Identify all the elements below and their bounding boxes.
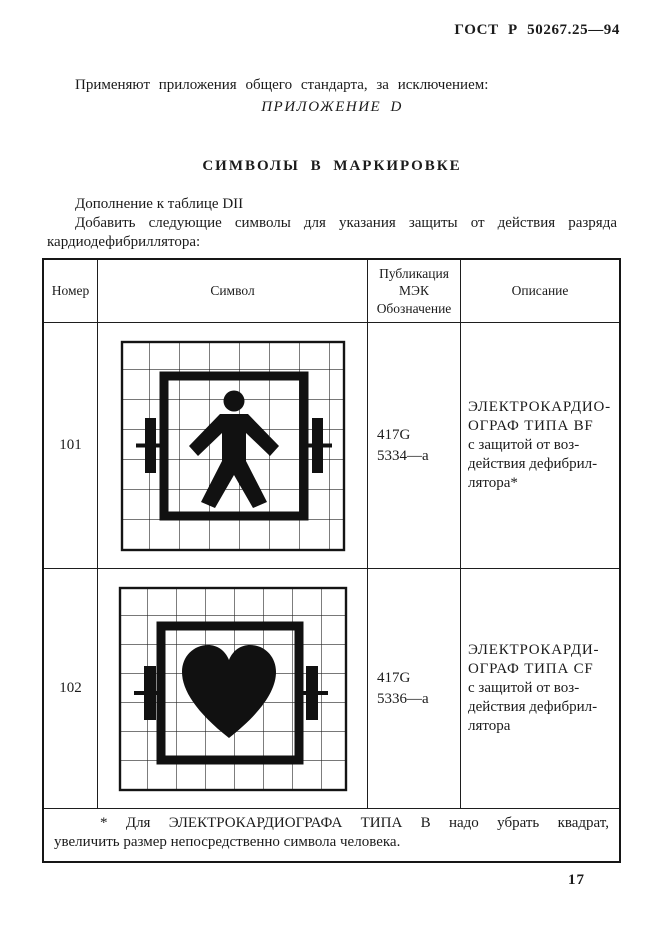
row-102-description: ЭЛЕКТРОКАРДИ- ОГРАФ ТИПА CF с защитой от… [460,568,619,808]
add-sentence-line1: Добавить следующие символы для указания … [75,215,617,231]
row-101-description: ЭЛЕКТРОКАРДИО- ОГРАФ ТИПА BF с защитой о… [460,322,619,568]
footnote-line1: * Для ЭЛЕКТРОКАРДИОГРАФА ТИПА В надо убр… [100,815,609,831]
heart-in-square-with-defibrillator-paddles-icon [118,586,347,791]
body-in-square-with-defibrillator-paddles-icon [120,340,345,551]
table-footnote: * Для ЭЛЕКТРОКАРДИОГРАФА ТИПА В надо убр… [44,808,619,861]
appendix-title: ПРИЛОЖЕНИЕ D [261,99,403,115]
table-header-symbol: Символ [97,260,367,322]
row-101-number: 101 [44,322,97,568]
row-102-number: 102 [44,568,97,808]
standard-number: ГОСТ Р 50267.25—94 [454,22,620,38]
page-number: 17 [568,872,585,888]
row-102-symbol-cell [97,568,367,808]
add-sentence-line2: кардиодефибриллятора: [47,233,201,250]
footnote-line2: увеличить размер непосредственно символа… [54,834,401,850]
row-101-publication: 417G 5334—а [367,322,460,568]
person-head [223,390,244,411]
table-header-publication: Публикация МЭК Обозначение [367,260,460,322]
section-title: СИМВОЛЫ В МАРКИРОВКЕ [202,158,462,174]
intro-paragraph: Применяют приложения общего стандарта, з… [75,77,489,93]
add-sentence: Добавить следующие символы для указания … [47,214,617,251]
row-102-publication: 417G 5336—а [367,568,460,808]
person-body [188,413,279,508]
table-header-description: Описание [460,260,619,322]
supplement-note: Дополнение к таблице DII [75,196,244,212]
table-header-number: Номер [51,283,90,299]
heart-shape [181,644,276,738]
row-101-symbol-cell [97,322,367,568]
symbols-table: Номер Символ Публикация МЭК Обозначение … [42,258,621,863]
